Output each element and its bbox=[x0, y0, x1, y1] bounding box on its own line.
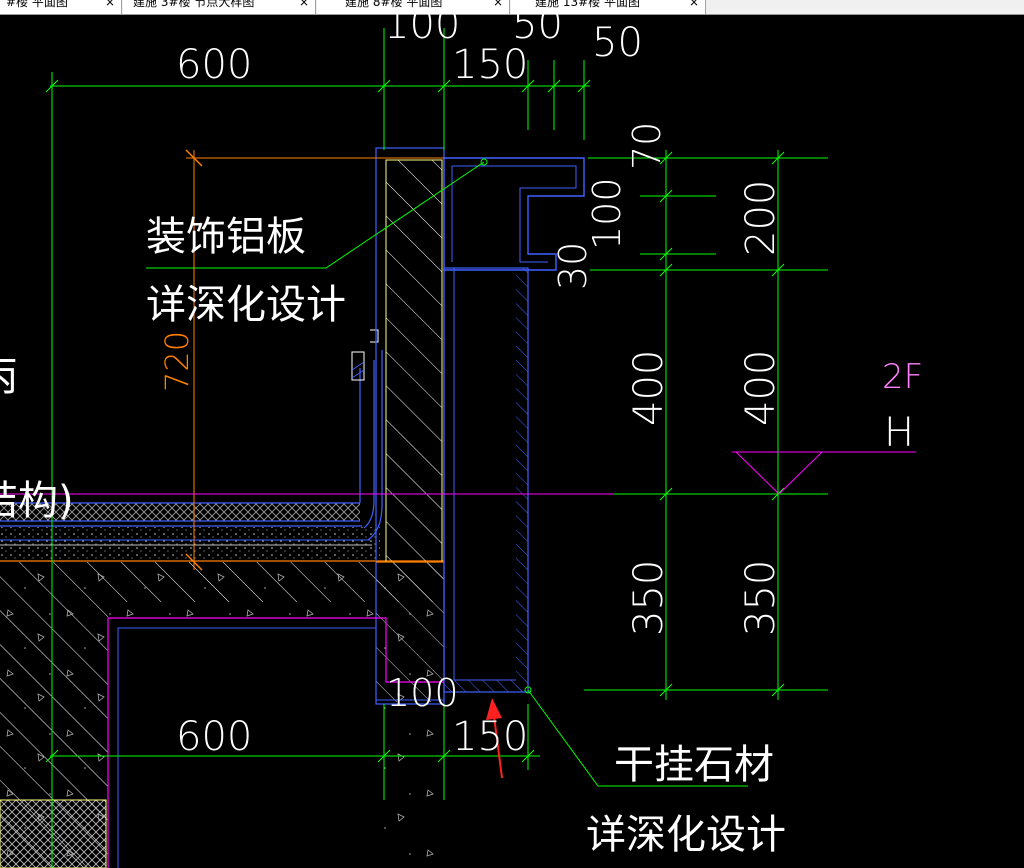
dim-bottom-150: 150 bbox=[452, 714, 528, 760]
tab-label: 建施 3#楼 节点大样图 bbox=[133, 0, 255, 9]
stone-cladding-label: 干挂石材 bbox=[614, 742, 774, 788]
structure-label-fragment: 结构) bbox=[0, 478, 74, 524]
tab-label: 建施 8#楼 平面图 bbox=[345, 0, 443, 9]
level-symbol-label: H bbox=[884, 410, 914, 456]
close-icon[interactable]: × bbox=[104, 0, 115, 9]
dim-top-50b: 50 bbox=[592, 20, 643, 66]
stone-cladding bbox=[443, 267, 529, 693]
aluminum-panel-note: 详深化设计 bbox=[146, 282, 346, 328]
dim-720: 720 bbox=[158, 331, 196, 392]
dim-400-outer: 400 bbox=[738, 350, 784, 426]
dim-350-inner: 350 bbox=[626, 560, 672, 636]
red-arrow-marker bbox=[486, 698, 503, 779]
close-icon[interactable]: × bbox=[298, 0, 309, 9]
level-marker bbox=[0, 451, 916, 495]
level-floor-label: 2F bbox=[882, 357, 923, 397]
tab-label: #楼 平面图 bbox=[6, 0, 68, 9]
interior-room-outline bbox=[107, 617, 444, 868]
dim-200: 200 bbox=[738, 180, 784, 256]
tab-node-detail[interactable]: 建施 3#楼 节点大样图 × bbox=[123, 0, 316, 14]
dim-400-inner: 400 bbox=[626, 350, 672, 426]
dim-top-50a: 50 bbox=[512, 14, 563, 48]
dim-30: 30 bbox=[551, 242, 595, 290]
tab-floor-plan-a[interactable]: #楼 平面图 × bbox=[0, 0, 122, 14]
stone-cladding-note: 详深化设计 bbox=[586, 812, 786, 858]
dim-bottom-100: 100 bbox=[386, 671, 459, 715]
drawing-tab-bar: #楼 平面图 × 建施 3#楼 节点大样图 × 建施 8#楼 平面图 × 建施 … bbox=[0, 0, 1024, 15]
level-symbol-group: H bbox=[884, 410, 914, 456]
dim-70: 70 bbox=[625, 122, 669, 170]
dim-top-100: 100 bbox=[384, 14, 460, 48]
cad-drawing-canvas[interactable]: 600 100 150 50 50 100 600 150 70 100 30 … bbox=[0, 14, 1024, 868]
aluminum-panel bbox=[443, 157, 585, 271]
left-label-fragment: 丙 bbox=[0, 354, 18, 400]
dimension-lines bbox=[45, 28, 828, 868]
tab-label: 建施 13#楼 平面图 bbox=[535, 0, 640, 9]
dim-100: 100 bbox=[585, 177, 629, 250]
dim-350-outer: 350 bbox=[738, 560, 784, 636]
height-dimension-720 bbox=[185, 149, 444, 571]
annotation-text-group: 装饰铝板 详深化设计 干挂石材 详深化设计 结构) 丙 bbox=[0, 214, 786, 858]
dim-bottom-600: 600 bbox=[176, 714, 252, 760]
close-icon[interactable]: × bbox=[688, 0, 699, 9]
dim-top-600: 600 bbox=[176, 42, 252, 88]
aluminum-panel-label: 装饰铝板 bbox=[146, 214, 306, 260]
tab-floor-plan-13[interactable]: 建施 13#楼 平面图 × bbox=[511, 0, 706, 14]
dim-top-150: 150 bbox=[452, 42, 528, 88]
parapet-wall bbox=[375, 147, 445, 705]
dimension-text-group: 600 100 150 50 50 100 600 150 70 100 30 … bbox=[176, 14, 784, 760]
tab-floor-plan-8[interactable]: 建施 8#楼 平面图 × bbox=[317, 0, 510, 14]
level-text-group: 2F bbox=[882, 357, 923, 397]
close-icon[interactable]: × bbox=[492, 0, 503, 9]
roof-layers bbox=[0, 329, 444, 562]
concrete-slab bbox=[0, 562, 444, 868]
